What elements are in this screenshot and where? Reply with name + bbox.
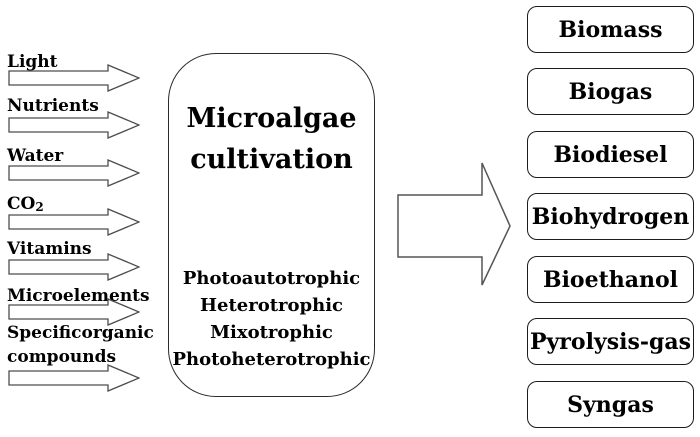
input-arrow-icon [8,64,140,92]
input-label-vitamins: Vitamins [7,239,92,259]
input-label-compounds: compounds [7,347,117,367]
co2-subscript: 2 [35,200,44,214]
output-box-pyrolysis-gas: Pyrolysis-gas [527,318,694,365]
organic-word: organic [81,323,154,343]
microalgae-cultivation-box: Microalgae cultivation Photoautotrophic … [168,53,375,397]
mode-heterotrophic: Heterotrophic [200,295,343,316]
title-line-1: Microalgae [186,103,357,134]
output-box-biodiesel: Biodiesel [527,131,694,178]
input-arrow-icon [8,298,140,326]
output-box-biohydrogen: Biohydrogen [527,193,694,240]
input-arrow-icon [8,159,140,187]
input-label-specific-organic: Specific organic [7,323,154,343]
mode-mixotrophic: Mixotrophic [210,322,333,343]
input-label-co2: CO2 [7,194,44,214]
input-label-light: Light [7,52,58,72]
input-arrow-icon [8,208,140,236]
big-right-arrow-icon [397,162,511,286]
output-box-bioethanol: Bioethanol [527,256,694,303]
input-arrow-icon [8,364,140,392]
co2-text: CO [7,194,36,214]
input-arrow-icon [8,253,140,281]
specific-word: Specific [7,323,82,343]
mode-photoheterotrophic: Photoheterotrophic [172,349,371,370]
output-box-biogas: Biogas [527,68,694,115]
cultivation-modes-list: Photoautotrophic Heterotrophic Mixotroph… [169,265,374,373]
mode-photoautotrophic: Photoautotrophic [182,268,361,289]
input-label-nutrients: Nutrients [7,96,99,116]
input-arrow-icon [8,111,140,139]
cultivation-title: Microalgae cultivation [169,98,374,180]
output-box-biomass: Biomass [527,6,694,53]
title-line-2: cultivation [190,144,353,175]
output-box-syngas: Syngas [527,381,694,428]
input-label-water: Water [7,146,64,166]
